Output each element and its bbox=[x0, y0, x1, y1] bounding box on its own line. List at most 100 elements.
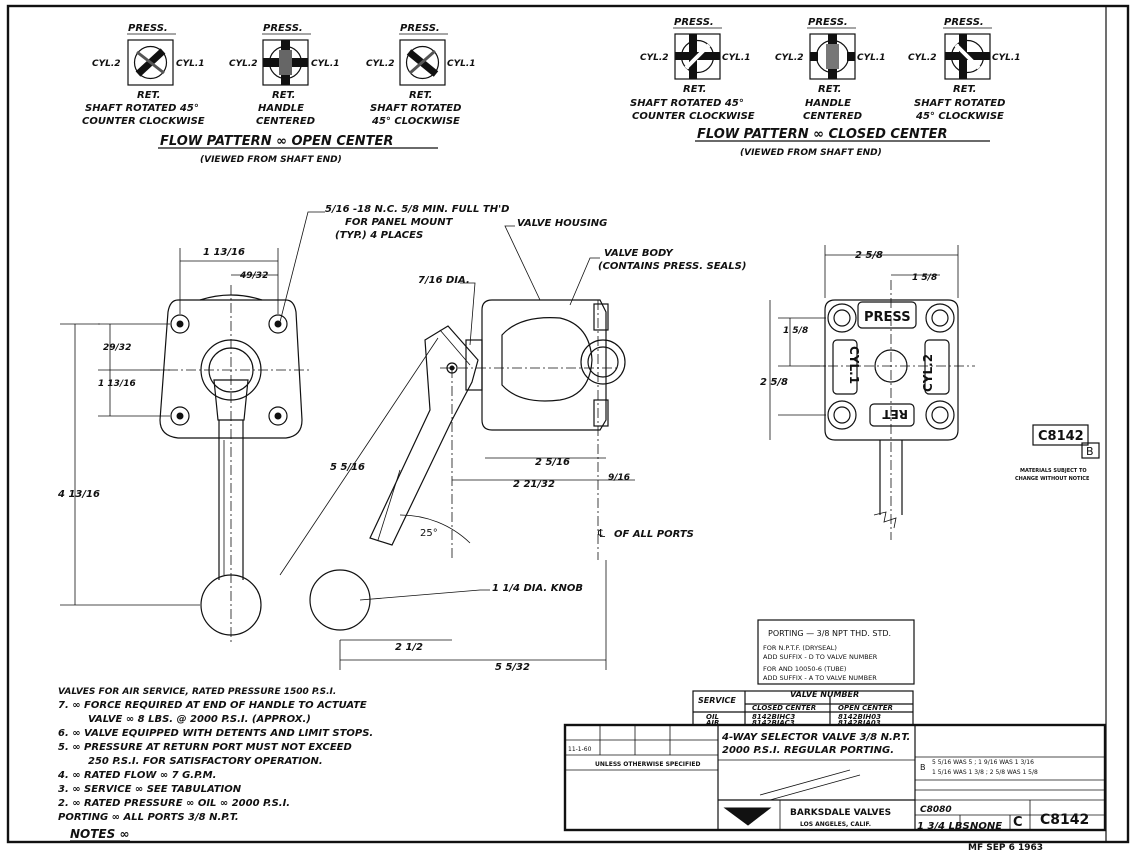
svg-text:MATERIALS SUBJECT TO: MATERIALS SUBJECT TO bbox=[1020, 468, 1087, 474]
svg-text:RET.: RET. bbox=[272, 90, 295, 101]
svg-text:NOTES ∞: NOTES ∞ bbox=[70, 827, 129, 841]
svg-text:CLOSED CENTER: CLOSED CENTER bbox=[752, 704, 816, 712]
svg-text:OPEN CENTER: OPEN CENTER bbox=[838, 704, 893, 712]
flow-closed-group: PRESS. CYL.2 CYL.1 RET. SHAFT ROTATED 45… bbox=[630, 17, 1021, 158]
svg-text:LOS ANGELES, CALIF.: LOS ANGELES, CALIF. bbox=[800, 821, 871, 828]
svg-text:C8142: C8142 bbox=[1040, 812, 1089, 828]
front-view: 1 13/16 49/32 29/32 1 13/16 4 13/16 bbox=[57, 247, 312, 645]
svg-text:SHAFT ROTATED: SHAFT ROTATED bbox=[914, 98, 1005, 109]
svg-text:CYL.2: CYL.2 bbox=[775, 53, 804, 63]
svg-text:PRESS.: PRESS. bbox=[400, 23, 440, 34]
callout-valve-housing: VALVE HOUSING bbox=[517, 218, 607, 229]
svg-text:ADD SUFFIX - D TO VALVE NUMBER: ADD SUFFIX - D TO VALVE NUMBER bbox=[763, 653, 878, 661]
svg-text:7. ∞ FORCE REQUIRED AT END OF: 7. ∞ FORCE REQUIRED AT END OF HANDLE TO … bbox=[58, 700, 367, 711]
svg-text:CYL.1: CYL.1 bbox=[176, 59, 205, 69]
svg-text:5 5/16 WAS 5 ; 1 9/16 WAS 1 3/: 5 5/16 WAS 5 ; 1 9/16 WAS 1 3/16 bbox=[932, 759, 1034, 766]
dim-1-13-16-top: 1 13/16 bbox=[203, 247, 245, 258]
svg-text:(TYP.) 4 PLACES: (TYP.) 4 PLACES bbox=[335, 230, 423, 241]
svg-text:CYL.2: CYL.2 bbox=[640, 53, 669, 63]
svg-text:CYL.2: CYL.2 bbox=[92, 59, 121, 69]
notes-block: VALVES FOR AIR SERVICE, RATED PRESSURE 1… bbox=[57, 687, 373, 842]
title-block: 11-1-60 UNLESS OTHERWISE SPECIFIED 4-WAY… bbox=[563, 723, 1107, 832]
svg-text:CYL.2: CYL.2 bbox=[229, 59, 258, 69]
svg-text:3. ∞ SERVICE ∞ SEE TABULATION: 3. ∞ SERVICE ∞ SEE TABULATION bbox=[58, 784, 242, 795]
press-label: PRESS. bbox=[128, 23, 168, 34]
port-cyl1: CYL.1 bbox=[847, 346, 861, 384]
callout-7-16-dia: 7/16 DIA. bbox=[418, 275, 470, 286]
svg-text:11-1-60: 11-1-60 bbox=[568, 746, 592, 753]
callout-of-all-ports: OF ALL PORTS bbox=[614, 529, 694, 540]
svg-text:1 5/16 WAS 1 3/8 ; 2 5/8 WAS 1: 1 5/16 WAS 1 3/8 ; 2 5/8 WAS 1 5/8 bbox=[932, 769, 1038, 776]
sheet-border bbox=[6, 4, 1130, 844]
dim-1-13-16-side: 1 13/16 bbox=[98, 379, 136, 389]
svg-text:45° CLOCKWISE: 45° CLOCKWISE bbox=[371, 116, 460, 127]
svg-text:RET.: RET. bbox=[953, 84, 976, 95]
svg-text:CYL.1: CYL.1 bbox=[447, 59, 476, 69]
svg-text:CYL.2: CYL.2 bbox=[366, 59, 395, 69]
svg-text:CYL.1: CYL.1 bbox=[722, 53, 751, 63]
svg-text:COUNTER CLOCKWISE: COUNTER CLOCKWISE bbox=[82, 116, 205, 127]
angle-label: 25° bbox=[420, 528, 438, 539]
svg-text:RET.: RET. bbox=[137, 90, 160, 101]
dim-2-5-16: 2 5/16 bbox=[535, 457, 570, 468]
svg-text:PORTING — 3/8 NPT THD. STD.: PORTING — 3/8 NPT THD. STD. bbox=[768, 629, 891, 638]
port-cyl2: CYL.2 bbox=[921, 354, 935, 392]
svg-text:250 P.S.I. FOR SATISFACTORY OP: 250 P.S.I. FOR SATISFACTORY OPERATION. bbox=[88, 756, 323, 767]
dim-4-13-16: 4 13/16 bbox=[57, 489, 100, 500]
svg-text:NONE: NONE bbox=[970, 821, 1002, 832]
callout-knob: 1 1/4 DIA. KNOB bbox=[492, 583, 583, 594]
svg-text:C8142: C8142 bbox=[1038, 429, 1084, 444]
flow-open-valve-2: PRESS. CYL.2 CYL.1 RET. HANDLE CENTERED bbox=[229, 23, 340, 127]
svg-text:HANDLE: HANDLE bbox=[805, 98, 851, 109]
svg-text:B: B bbox=[1086, 445, 1094, 458]
svg-text:RET.: RET. bbox=[409, 90, 432, 101]
svg-text:ADD SUFFIX - A TO VALVE NUMBER: ADD SUFFIX - A TO VALVE NUMBER bbox=[763, 674, 877, 682]
svg-text:UNLESS OTHERWISE SPECIFIED: UNLESS OTHERWISE SPECIFIED bbox=[595, 761, 700, 768]
dim-5-5-16: 5 5/16 bbox=[330, 462, 365, 473]
svg-text:B: B bbox=[920, 763, 926, 772]
svg-text:SHAFT ROTATED 45°: SHAFT ROTATED 45° bbox=[85, 103, 199, 114]
svg-text:6. ∞ VALVE EQUIPPED WITH DETEN: 6. ∞ VALVE EQUIPPED WITH DETENTS AND LIM… bbox=[58, 728, 373, 739]
svg-text:8142BIAC3: 8142BIAC3 bbox=[752, 719, 795, 727]
svg-text:C8080: C8080 bbox=[920, 805, 952, 815]
flow-open-subtitle: (VIEWED FROM SHAFT END) bbox=[200, 155, 342, 165]
drawing-number-badge: C8142 B MATERIALS SUBJECT TO CHANGE WITH… bbox=[1015, 424, 1100, 482]
flow-closed-valve-2: PRESS. CYL.2 CYL.1 RET. HANDLE CENTERED bbox=[775, 17, 886, 122]
dim-2-5-8-top: 2 5/8 bbox=[855, 250, 883, 261]
dim-29-32: 29/32 bbox=[103, 343, 131, 353]
svg-text:BARKSDALE VALVES: BARKSDALE VALVES bbox=[790, 808, 891, 818]
svg-text:PRESS.: PRESS. bbox=[263, 23, 303, 34]
dim-9-16: 9/16 bbox=[608, 473, 630, 483]
svg-text:HANDLE: HANDLE bbox=[258, 103, 304, 114]
dim-1-5-8-top: 1 5/8 bbox=[912, 273, 937, 283]
svg-text:PORTING ∞ ALL PORTS 3/8 N.P.T.: PORTING ∞ ALL PORTS 3/8 N.P.T. bbox=[58, 812, 239, 823]
svg-text:FOR AND 10050-6 (TUBE): FOR AND 10050-6 (TUBE) bbox=[763, 665, 846, 673]
svg-text:45° CLOCKWISE: 45° CLOCKWISE bbox=[915, 111, 1004, 122]
svg-text:AIR: AIR bbox=[705, 719, 719, 727]
svg-text:8142BIHC3: 8142BIHC3 bbox=[752, 713, 795, 721]
port-view: PRESS CYL.1 CYL.2 RET 2 5/8 1 5/8 1 5/8 … bbox=[760, 245, 975, 540]
svg-text:VALVES FOR AIR SERVICE, RATED: VALVES FOR AIR SERVICE, RATED PRESSURE 1… bbox=[58, 687, 336, 697]
svg-text:FOR N.P.T.F. (DRYSEAL): FOR N.P.T.F. (DRYSEAL) bbox=[763, 644, 837, 652]
svg-text:CENTERED: CENTERED bbox=[803, 111, 862, 122]
svg-text:4. ∞ RATED FLOW ∞ 7 G.P.M.: 4. ∞ RATED FLOW ∞ 7 G.P.M. bbox=[57, 770, 216, 781]
flow-open-title: FLOW PATTERN ∞ OPEN CENTER bbox=[160, 134, 393, 149]
svg-text:OIL: OIL bbox=[706, 713, 719, 721]
flow-open-group: PRESS. CYL.2 CYL.1 RET. SHAFT ROTATED 45… bbox=[82, 23, 476, 165]
service-table: VALVE NUMBER SERVICE CLOSED CENTER OPEN … bbox=[692, 690, 914, 727]
svg-text:RET.: RET. bbox=[683, 84, 706, 95]
svg-text:8142BIH03: 8142BIH03 bbox=[838, 713, 881, 721]
svg-text:1 3/4 LBS.: 1 3/4 LBS. bbox=[917, 821, 973, 832]
svg-text:COUNTER CLOCKWISE: COUNTER CLOCKWISE bbox=[632, 111, 755, 122]
svg-text:8142RIA03: 8142RIA03 bbox=[838, 719, 881, 727]
flow-open-valve-1: PRESS. CYL.2 CYL.1 RET. SHAFT ROTATED 45… bbox=[82, 23, 205, 127]
port-press: PRESS bbox=[864, 310, 911, 325]
svg-text:PRESS.: PRESS. bbox=[674, 17, 714, 28]
svg-text:4-WAY SELECTOR VALVE 3/8 N.P.T: 4-WAY SELECTOR VALVE 3/8 N.P.T. bbox=[721, 732, 910, 743]
dim-2-5-8-side: 2 5/8 bbox=[760, 377, 788, 388]
svg-text:SERVICE: SERVICE bbox=[698, 696, 736, 705]
dim-1-5-8-side: 1 5/8 bbox=[783, 326, 808, 336]
dim-2-21-32: 2 21/32 bbox=[513, 479, 555, 490]
flow-closed-valve-1: PRESS. CYL.2 CYL.1 RET. SHAFT ROTATED 45… bbox=[630, 17, 755, 122]
